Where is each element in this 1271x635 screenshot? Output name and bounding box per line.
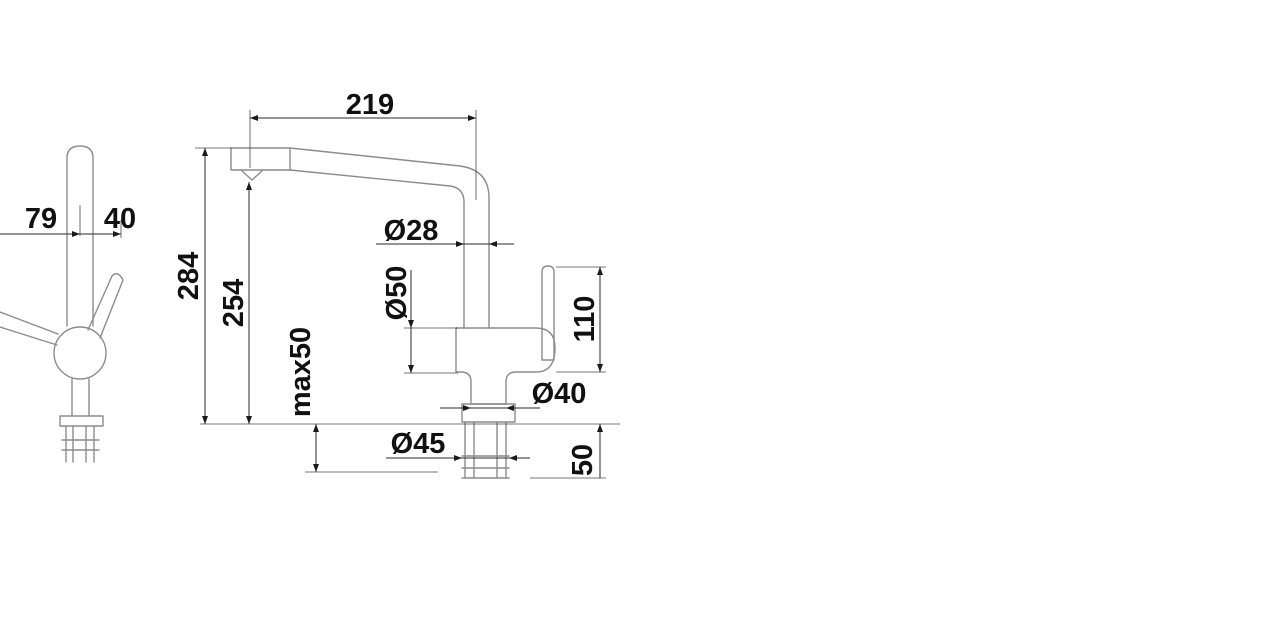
hole-diameter-label: Ø45 [391,428,446,460]
body-diameter-label: Ø50 [381,266,413,321]
front-view-lever [541,265,555,361]
side-view-handle [0,311,59,346]
front-view-body [455,327,556,405]
side-view-base [59,378,104,427]
side-view-lever [87,273,124,339]
spout-reach-label: 219 [346,89,394,121]
side-view-left-width-label: 79 [25,203,57,235]
max-worktop-thickness-label: max50 [285,327,317,417]
front-view-base [461,403,516,423]
lever-height-label: 110 [569,296,601,343]
spout-outlet-height-label: 254 [218,279,250,327]
total-height-label: 284 [173,252,205,300]
front-view [200,147,620,479]
side-view-right-width-label: 40 [104,203,136,235]
shank-length-label: 50 [567,444,599,476]
front-view-spout [230,147,490,329]
front-view-shank [461,421,510,479]
base-diameter-label: Ø40 [532,378,587,410]
side-view-spout [66,145,94,327]
side-view-body [53,326,107,380]
front-view-spray-head [240,147,291,181]
spout-tube-diameter-label: Ø28 [384,215,439,247]
side-view [0,145,124,463]
side-view-shank [61,425,100,463]
